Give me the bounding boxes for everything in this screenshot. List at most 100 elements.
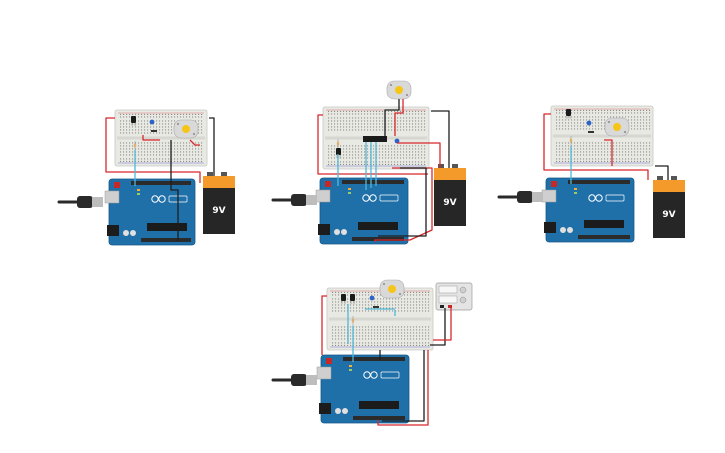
capacitor-blue[interactable] [586,120,592,126]
breadboard-hole [359,304,361,306]
wire-red[interactable] [189,139,200,146]
breadboard-hole [592,109,594,111]
usb-cable[interactable] [57,196,103,208]
breadboard-hole [350,335,352,337]
wire-red[interactable] [433,308,452,341]
reset-button[interactable] [551,181,557,187]
arduino-uno[interactable] [541,177,635,243]
capacitor-blue[interactable] [394,138,400,144]
resistor[interactable] [569,136,573,146]
wire-red[interactable] [317,114,428,175]
breadboard[interactable] [114,109,208,167]
power-jack[interactable] [319,403,331,414]
wire-black[interactable] [384,99,400,136]
breadboard-hole [126,142,128,144]
breadboard-hole [334,157,336,159]
capacitor-blue[interactable] [369,295,375,301]
dc-motor[interactable] [173,119,199,139]
breadboard-hole [344,329,346,331]
battery-9v[interactable]: 9V [653,176,685,238]
dc-motor[interactable] [386,80,412,100]
transistor[interactable] [341,294,346,304]
reset-button[interactable] [326,358,332,364]
wire-black[interactable] [170,140,179,241]
breadboard-hole [598,128,600,130]
breadboard-hole [353,307,355,309]
breadboard-hole [162,129,164,131]
breadboard-hole [352,145,354,147]
reset-button[interactable] [325,181,331,187]
wire-black[interactable] [655,165,669,180]
power-jack[interactable] [318,224,330,235]
breadboard-hole [401,344,403,346]
arduino-uno[interactable] [316,354,410,424]
breadboard-hole [138,132,140,134]
wire-red[interactable] [543,113,649,180]
wire-black[interactable] [431,110,450,168]
breadboard-hole [424,151,426,153]
usb-cable[interactable] [497,191,543,203]
breadboard-hole [388,154,390,156]
breadboard-hole [331,145,333,147]
usb-port[interactable] [316,366,332,380]
resistor[interactable] [351,316,355,326]
transistor[interactable] [336,148,341,158]
breadboard-hole [424,126,426,128]
psu-knob[interactable] [459,286,467,294]
capacitor [567,227,573,233]
breadboard-hole [586,160,588,162]
wire-red[interactable] [394,99,404,136]
power-jack[interactable] [544,222,556,233]
usb-port[interactable] [541,189,557,203]
arduino-uno[interactable] [315,177,409,245]
resistor[interactable] [336,139,340,149]
transistor[interactable] [131,116,136,126]
wire-red[interactable] [397,142,441,168]
capacitor-blue[interactable] [149,119,155,125]
breadboard-hole [361,126,363,128]
diode[interactable] [373,306,379,308]
reset-button[interactable] [114,182,120,188]
breadboard-hole [371,342,373,344]
battery-9v[interactable]: 9V [203,172,235,234]
breadboard-hole [586,148,588,150]
usb-port[interactable] [104,190,120,204]
wire-red[interactable] [604,139,613,166]
diode[interactable] [588,131,594,133]
breadboard-hole [159,142,161,144]
power-jack[interactable] [107,225,119,236]
wire-black[interactable] [382,350,425,422]
usb-port[interactable] [315,189,331,203]
wire-black[interactable] [209,117,215,176]
psu-terminal[interactable] [448,305,452,308]
l293d-chip[interactable] [363,136,387,142]
usb-cable[interactable] [271,194,317,206]
power-supply[interactable] [435,282,473,311]
resistor[interactable] [133,141,137,151]
wire-black[interactable] [430,308,446,346]
battery-9v[interactable]: 9V [434,164,466,226]
arduino-uno[interactable] [104,178,196,246]
breadboard-hole [610,112,612,114]
diode[interactable] [151,130,157,132]
breadboard-hole [413,310,415,312]
breadboard-hole [371,301,373,303]
wire-red[interactable] [321,295,327,355]
psu-terminal[interactable] [440,305,444,308]
dc-motor[interactable] [379,279,405,299]
transistor[interactable] [350,294,355,304]
breadboard-hole [340,120,342,122]
dc-motor[interactable] [604,117,630,137]
breadboard-hole [428,335,430,337]
wire-black[interactable] [378,167,427,237]
wire-red[interactable] [142,135,160,141]
wire-red[interactable] [105,117,201,183]
breadboard-hole [358,154,360,156]
breadboard-hole [350,304,352,306]
usb-cable[interactable] [271,374,317,386]
psu-knob[interactable] [459,296,467,304]
transistor[interactable] [566,109,571,119]
breadboard-hole [201,142,203,144]
wire-red[interactable] [377,350,429,426]
breadboard-hole [407,298,409,300]
